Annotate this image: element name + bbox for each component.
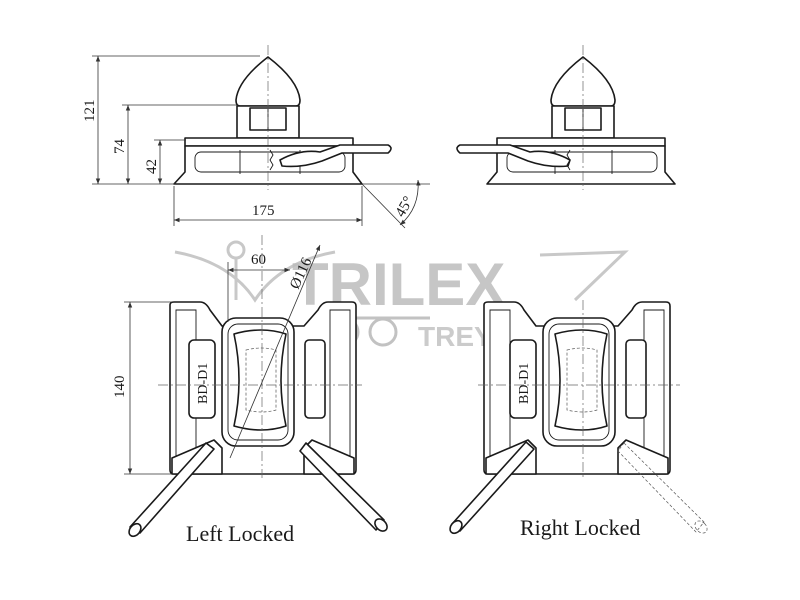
dim-height-total: 121 xyxy=(82,100,98,123)
side-view-left: 121 74 42 175 45° xyxy=(82,45,430,229)
caption-left-locked: Left Locked xyxy=(186,521,294,546)
plate-label-left: BD-D1 xyxy=(196,363,211,404)
top-view-left-locked: BD-D1 60 Ø116 140 xyxy=(112,235,388,538)
side-view-right xyxy=(456,45,676,190)
top-view-right-locked: BD-D1 xyxy=(449,300,708,535)
caption-right-locked: Right Locked xyxy=(520,515,640,540)
dim-height-mid: 74 xyxy=(112,139,128,155)
dim-pitch: 60 xyxy=(251,252,266,268)
dim-width-base: 175 xyxy=(252,203,275,219)
dim-height-low: 42 xyxy=(144,159,160,174)
dim-angle: 45° xyxy=(393,194,417,220)
plate-label-right: BD-D1 xyxy=(517,363,532,404)
dim-length: 140 xyxy=(112,376,128,399)
